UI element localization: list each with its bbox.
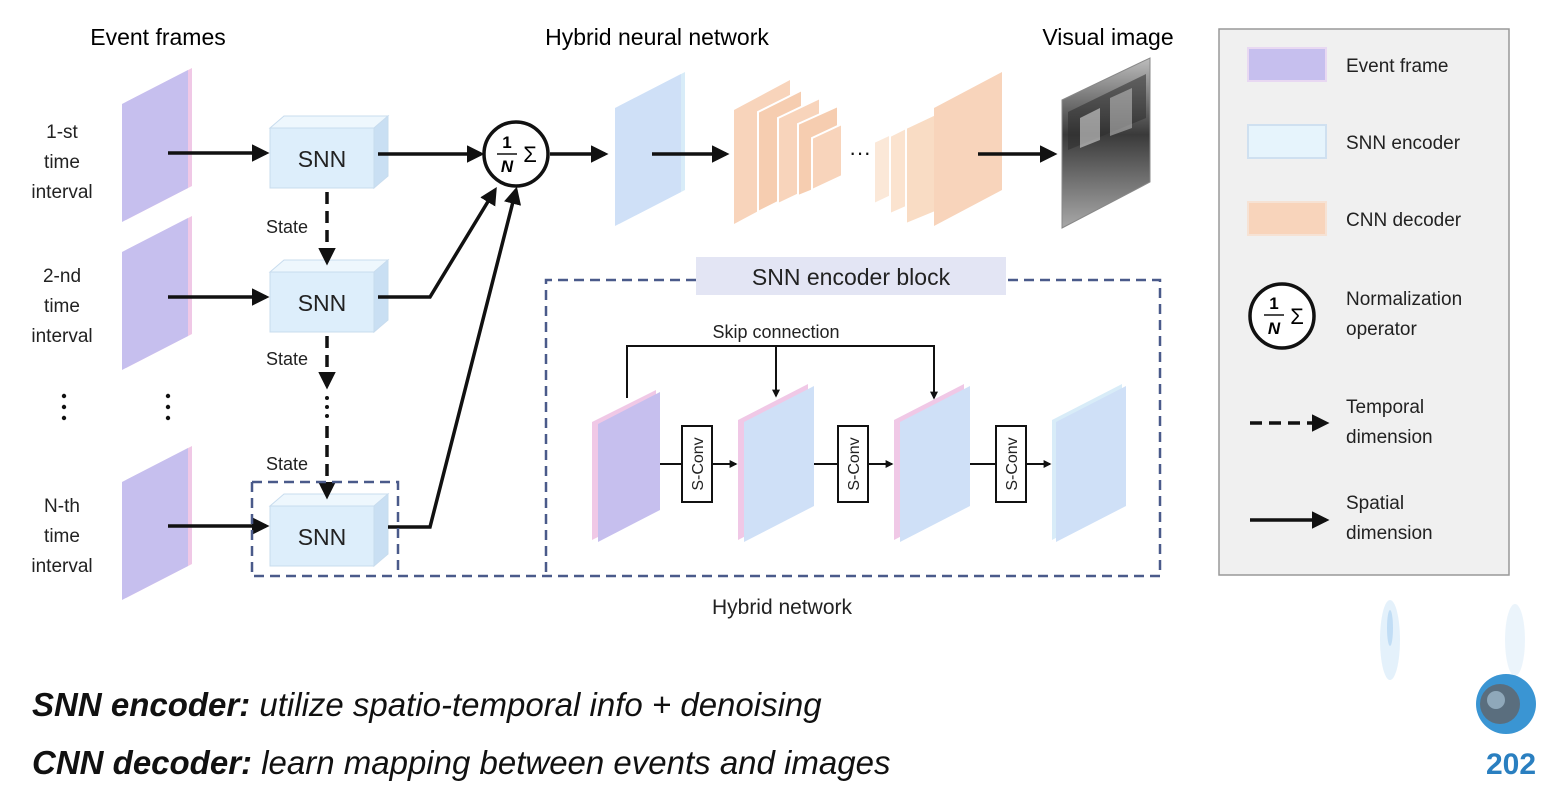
sconv-box-1: S-Conv <box>681 425 713 503</box>
caption-snn-encoder-desc: utilize spatio-temporal info + denoising <box>250 686 822 723</box>
cnn-decoder-blocks <box>734 80 843 224</box>
interval-label-1-line1: 1-st <box>46 122 78 143</box>
snn-box-2: SNN <box>268 258 390 334</box>
event-frames-header: Event frames <box>90 24 226 50</box>
logo-year: 202 <box>1486 748 1537 781</box>
interval-label-n-line1: N-th <box>44 496 80 517</box>
legend-swatch-cnn-decoder <box>1247 201 1327 236</box>
state-label-2: State <box>266 349 308 369</box>
encoder-feature-2 <box>894 384 970 542</box>
caption-snn-encoder: SNN encoder: utilize spatio-temporal inf… <box>32 686 822 724</box>
interval-label-1-line3: interval <box>31 182 92 203</box>
event-frame-1 <box>122 68 192 222</box>
snn-box-n: SNN <box>268 492 390 568</box>
hybrid-network-label: Hybrid network <box>712 596 853 619</box>
encoder-block-title: SNN encoder block <box>696 257 1006 295</box>
caption-cnn-decoder-desc: learn mapping between events and images <box>252 744 891 781</box>
snn-label-1: SNN <box>298 146 347 172</box>
normalization-operator: 1 N Σ <box>482 120 550 188</box>
interval-label-1-line2: time <box>44 152 80 173</box>
interval-label-2: 2-nd time interval <box>31 266 92 347</box>
snn-label-n: SNN <box>298 524 347 550</box>
skip-connection-label: Skip connection <box>712 322 839 342</box>
snn-box-1: SNN <box>268 114 390 190</box>
sconv-label-3: S-Conv <box>1004 437 1021 490</box>
sconv-box-3: S-Conv <box>995 425 1027 503</box>
legend-spatial-line1: Spatial <box>1346 493 1404 514</box>
legend-snn-encoder: SNN encoder <box>1346 133 1461 154</box>
legend: Event frame SNN encoder CNN decoder 1 N … <box>1218 28 1510 576</box>
legend-swatch-snn-encoder <box>1247 124 1327 159</box>
norm-sigma: Σ <box>523 142 537 167</box>
encoder-input-frame <box>592 390 660 542</box>
decoder-ellipsis: ··· <box>849 140 871 165</box>
vertical-ellipsis-frames <box>165 393 171 421</box>
encoder-feature-1 <box>738 384 814 542</box>
arrow-snnn-to-norm <box>388 186 522 529</box>
vertical-ellipsis-left <box>61 393 67 421</box>
caption-snn-encoder-term: SNN encoder: <box>32 686 251 723</box>
interval-label-n-line3: interval <box>31 556 92 577</box>
legend-norm-numerator: 1 <box>1269 294 1278 313</box>
snn-label-2: SNN <box>298 290 347 316</box>
conference-logo-icon <box>1476 674 1536 734</box>
norm-denominator: N <box>501 157 514 176</box>
event-frame-n <box>122 446 192 600</box>
encoder-output-frame <box>1052 384 1126 542</box>
norm-numerator: 1 <box>502 133 511 152</box>
hybrid-network-dashed-box <box>250 278 1162 578</box>
interval-label-2-line1: 2-nd <box>43 266 81 287</box>
interval-label-1: 1-st time interval <box>31 122 92 203</box>
interval-label-2-line2: time <box>44 296 80 317</box>
interval-label-n: N-th time interval <box>31 496 92 577</box>
caption-cnn-decoder: CNN decoder: learn mapping between event… <box>32 744 890 782</box>
visual-image-header: Visual image <box>1042 24 1173 50</box>
skip-connection-line <box>626 345 935 398</box>
hybrid-neural-network-header: Hybrid neural network <box>545 24 769 50</box>
encoder-block-title-text: SNN encoder block <box>752 264 951 290</box>
sconv-label-2: S-Conv <box>846 437 863 490</box>
decorative-glow <box>1380 600 1525 680</box>
cnn-decoder-blocks-2 <box>873 72 1002 226</box>
legend-spatial-line2: dimension <box>1346 523 1433 544</box>
arrow-snn2-to-norm <box>378 187 497 299</box>
sconv-box-2: S-Conv <box>837 425 869 503</box>
state-label-1: State <box>266 217 308 237</box>
legend-temporal-line2: dimension <box>1346 427 1433 448</box>
sconv-label-1: S-Conv <box>690 437 707 490</box>
legend-cnn-decoder: CNN decoder <box>1346 210 1462 231</box>
legend-temporal-line1: Temporal <box>1346 397 1424 418</box>
legend-normalization-line2: operator <box>1346 319 1417 340</box>
interval-label-n-line2: time <box>44 526 80 547</box>
state-label-3: State <box>266 454 308 474</box>
legend-normalization-line1: Normalization <box>1346 289 1462 310</box>
snn-encoder-frame <box>615 72 685 226</box>
legend-swatch-event-frame <box>1247 47 1327 82</box>
state-dots <box>325 396 329 418</box>
event-frame-2 <box>122 216 192 370</box>
legend-event-frame: Event frame <box>1346 56 1448 77</box>
legend-normalization-icon: 1 N Σ <box>1248 282 1316 350</box>
legend-norm-sigma: Σ <box>1290 304 1304 329</box>
legend-norm-denominator: N <box>1268 319 1281 338</box>
visual-image-output <box>1061 57 1151 229</box>
caption-cnn-decoder-term: CNN decoder: <box>32 744 253 781</box>
interval-label-2-line3: interval <box>31 326 92 347</box>
